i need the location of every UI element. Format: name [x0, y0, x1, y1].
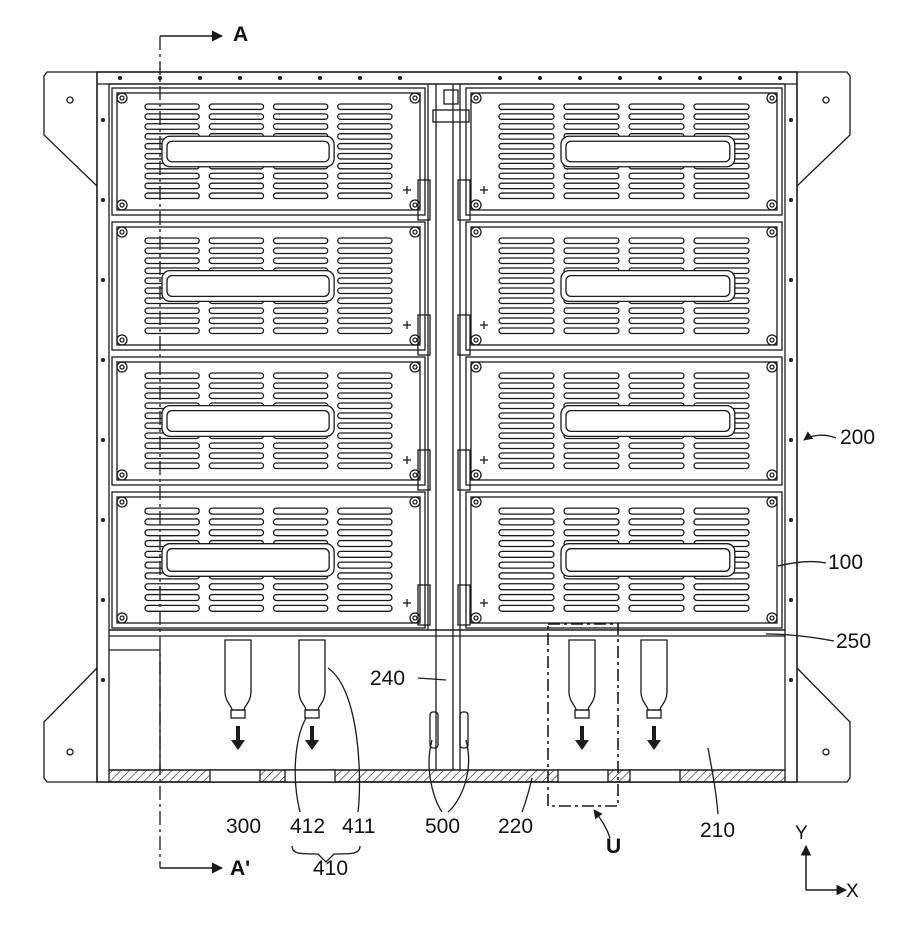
ref-410: 410 — [313, 858, 348, 879]
leader-250 — [766, 634, 834, 641]
vent-valve — [569, 640, 595, 750]
battery-module — [112, 357, 425, 485]
leader-412 — [295, 718, 306, 812]
leader-240 — [418, 678, 446, 680]
battery-modules — [112, 88, 782, 628]
ref-250: 250 — [836, 631, 871, 652]
leader-411 — [328, 668, 360, 812]
section-label-a-prime: A' — [230, 858, 250, 879]
ref-411: 411 — [342, 816, 375, 837]
ref-412: 412 — [290, 816, 325, 837]
battery-module — [112, 222, 425, 350]
leader-220 — [522, 778, 532, 812]
ref-220: 220 — [498, 816, 533, 837]
leader-u — [594, 810, 610, 838]
battery-module — [466, 357, 782, 485]
vent-valve — [225, 640, 251, 750]
section-label-a: A — [233, 24, 248, 45]
vent-valves — [225, 640, 667, 750]
right-mounting-bracket-lower — [797, 668, 850, 782]
battery-module — [466, 492, 782, 628]
ref-500: 500 — [425, 816, 460, 837]
ref-300: 300 — [226, 816, 261, 837]
vent-valve — [641, 640, 667, 750]
ref-100: 100 — [828, 552, 863, 573]
axis-label-y: Y — [795, 824, 808, 843]
ref-210: 210 — [700, 820, 735, 841]
battery-module — [466, 222, 782, 350]
right-mounting-bracket — [797, 72, 850, 186]
battery-module — [112, 88, 425, 215]
ref-240: 240 — [370, 668, 405, 689]
left-mounting-bracket — [44, 72, 97, 186]
vent-valve — [299, 640, 325, 750]
battery-module — [112, 492, 425, 628]
battery-module — [466, 88, 782, 215]
left-mounting-bracket-lower — [44, 668, 97, 782]
ref-200: 200 — [840, 427, 875, 448]
axis-label-x: X — [846, 882, 859, 901]
leader-200 — [804, 435, 836, 440]
ref-u: U — [606, 836, 621, 857]
